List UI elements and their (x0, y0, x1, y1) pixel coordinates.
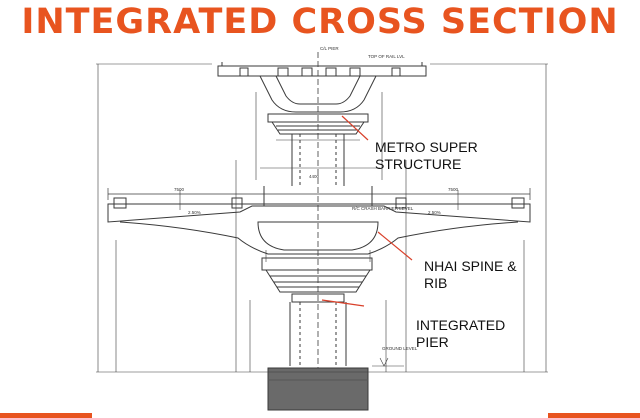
label-cl-pier: C/L PIER (320, 46, 339, 51)
dimension-lines (96, 63, 548, 373)
callout-integrated-pier: INTEGRATED PIER (416, 317, 505, 351)
slide-title: INTEGRATED CROSS SECTION (21, 2, 619, 42)
leader-metro (341, 115, 369, 141)
label-width-right: 7500 (448, 187, 459, 192)
callout-pier-line1: INTEGRATED (416, 317, 506, 333)
metro-super-structure (217, 62, 427, 113)
leader-nhai (377, 231, 413, 261)
pile-cap-foundation (267, 367, 369, 411)
bottom-accent-bar (0, 413, 640, 418)
label-ground-level: GROUND LEVEL (382, 346, 418, 351)
callout-metro-line2: STRUCTURE (375, 156, 462, 172)
upper-pier-column (291, 134, 345, 186)
callout-nhai-spine-rib: NHAI SPINE & RIB (424, 258, 517, 292)
callout-metro-super-structure: METRO SUPER STRUCTURE (375, 139, 478, 173)
label-slope-right: 2.50% (428, 210, 441, 215)
label-top-slab-note: TOP OF RAIL LVL (368, 54, 405, 59)
label-width-left: 7500 (174, 187, 185, 192)
nhai-pier-cap (261, 257, 373, 303)
integrated-pier-column (289, 302, 347, 366)
nhai-spine-and-rib (107, 186, 531, 255)
leader-pier (321, 299, 365, 307)
callout-pier-line2: PIER (416, 334, 449, 350)
callout-metro-line1: METRO SUPER (375, 139, 478, 155)
callout-nhai-line1: NHAI SPINE & (424, 258, 517, 274)
label-crash-barrier: R/C CRASH BARRIER LEVEL (352, 206, 414, 211)
label-slope-left: 2.50% (188, 210, 201, 215)
metro-pier-cap (267, 113, 369, 135)
callout-nhai-line2: RIB (424, 275, 448, 291)
label-dim-mid: 4400 (309, 174, 320, 179)
